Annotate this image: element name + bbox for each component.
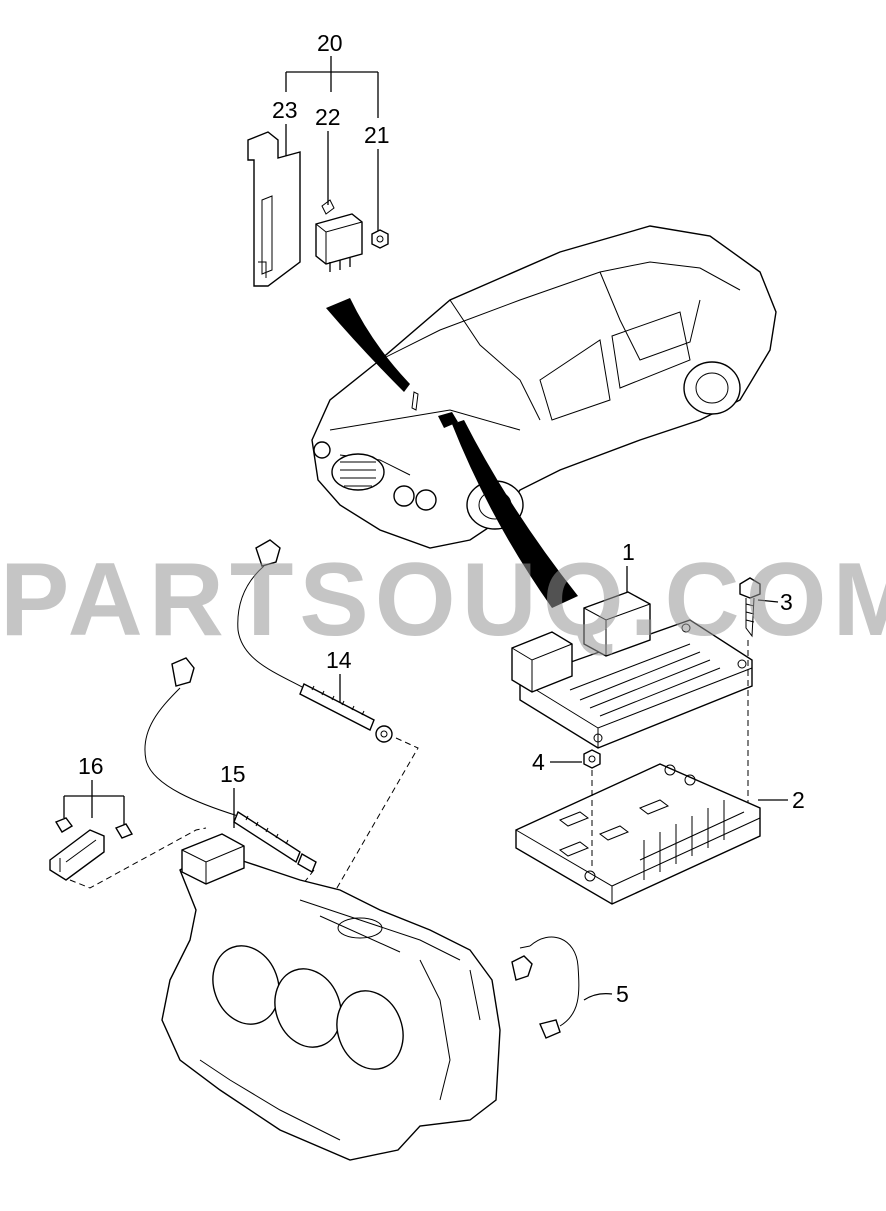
svg-text:22: 22 [315, 104, 341, 130]
callout-20-bracket [285, 56, 379, 118]
callout-2[interactable]: 2 [758, 787, 805, 813]
callout-3[interactable]: 3 [757, 589, 793, 615]
callout-5-leader [583, 992, 613, 1001]
arrow-to-ecu [452, 420, 578, 608]
callout-20[interactable]: 20 [285, 30, 379, 118]
svg-text:20: 20 [317, 30, 343, 56]
bracket-16 [49, 817, 134, 881]
nut-21 [371, 229, 389, 249]
vehicle-illustration [311, 225, 777, 549]
sensor-14 [237, 539, 393, 743]
svg-text:2: 2 [792, 787, 805, 813]
callout-1[interactable]: 1 [622, 539, 635, 596]
bracket-16-mount-line [69, 827, 207, 889]
svg-text:15: 15 [220, 761, 246, 787]
sensor-14-mount-line [329, 737, 419, 901]
callout-16[interactable]: 16 [63, 753, 125, 828]
svg-text:21: 21 [364, 122, 390, 148]
ecu-bracket-2 [515, 763, 761, 905]
svg-text:16: 16 [78, 753, 104, 779]
bolt-3 [739, 577, 761, 638]
sensor-5 [511, 936, 580, 1039]
nut-4 [583, 749, 601, 769]
callout-22[interactable]: 22 [315, 104, 341, 205]
arrow-to-relay-location [326, 298, 410, 392]
callout-5[interactable]: 5 [583, 981, 629, 1007]
callout-4[interactable]: 4 [532, 749, 582, 775]
svg-text:5: 5 [616, 981, 629, 1007]
engine-block [161, 833, 501, 1161]
callout-3-leader [757, 599, 779, 603]
callout-16-bracket [63, 780, 125, 828]
svg-text:4: 4 [532, 749, 545, 775]
ecu-1 [511, 591, 753, 749]
relay-bracket [247, 131, 301, 287]
svg-text:14: 14 [326, 647, 352, 673]
svg-text:1: 1 [622, 539, 635, 565]
relay-22 [315, 199, 363, 272]
callout-15[interactable]: 15 [220, 761, 246, 828]
svg-text:3: 3 [780, 589, 793, 615]
callout-21[interactable]: 21 [364, 122, 390, 232]
svg-text:23: 23 [272, 97, 298, 123]
sensor-15 [144, 657, 317, 874]
